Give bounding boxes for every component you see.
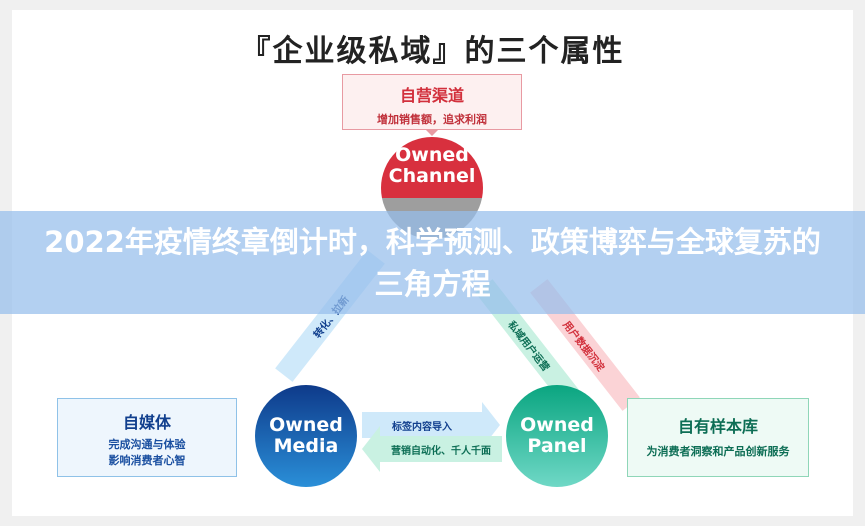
circle-text: Owned: [269, 414, 343, 436]
circle-text: Owned: [395, 144, 469, 166]
owned-channel-box: 自营渠道 增加销售额，追求利润: [342, 74, 522, 130]
headline-banner: 2022年疫情终章倒计时，科学预测、政策博弈与全球复苏的三角方程: [0, 211, 865, 314]
box-heading: 自媒体: [122, 413, 171, 432]
headline-text: 2022年疫情终章倒计时，科学预测、政策博弈与全球复苏的三角方程: [44, 224, 821, 301]
arrow-to-panel: 标签内容导入: [362, 412, 482, 438]
arrowhead-icon: [362, 426, 380, 472]
box-heading: 自有样本库: [677, 417, 758, 436]
box-sub: 增加销售额，追求利润: [377, 113, 487, 126]
pointer-icon: [425, 129, 439, 136]
owned-media-box: 自媒体 完成沟通与体验 影响消费者心智: [57, 398, 237, 477]
arrow-to-media: 营销自动化、千人千面: [380, 436, 502, 462]
box-line: 影响消费者心智: [108, 454, 186, 467]
circle-text: Media: [273, 435, 339, 457]
page-title: 『企业级私域』的三个属性: [240, 34, 625, 69]
circle-text: Owned: [520, 414, 594, 436]
box-sub: 为消费者洞察和产品创新服务: [646, 445, 790, 458]
box-heading: 自营渠道: [399, 86, 464, 105]
owned-panel-box: 自有样本库 为消费者洞察和产品创新服务: [627, 398, 809, 477]
box-line: 完成沟通与体验: [108, 438, 186, 451]
circle-text: Panel: [527, 435, 587, 457]
circle-text: Channel: [388, 165, 476, 187]
